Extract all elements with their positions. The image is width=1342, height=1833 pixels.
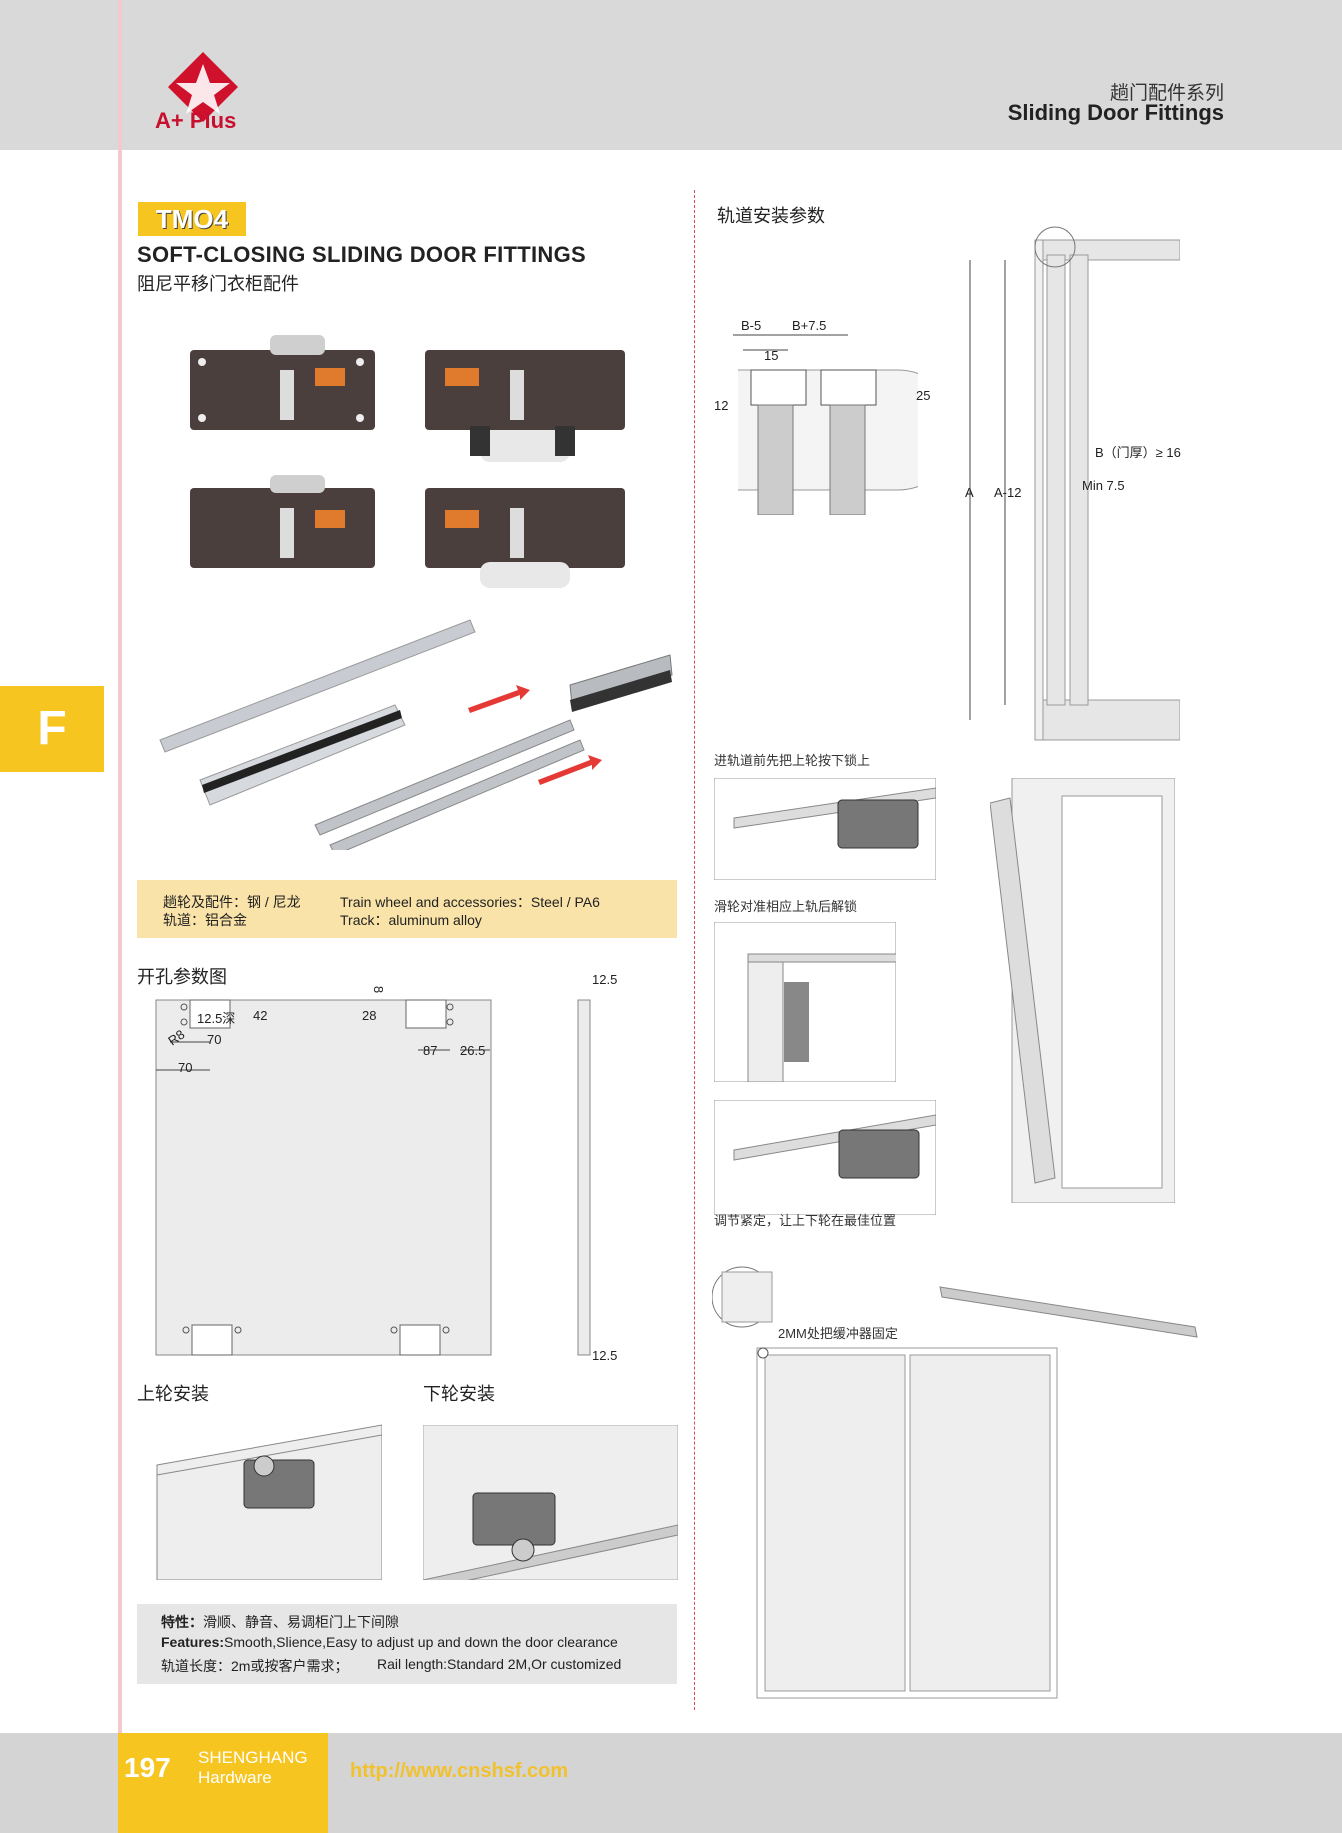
plate-3 (190, 475, 375, 568)
dim-42: 42 (253, 1008, 268, 1023)
buffer-rail-image (939, 1286, 1198, 1338)
logo-text: A+ Plus (155, 108, 237, 133)
material-track-cn: 轨道：铝合金 (163, 912, 247, 928)
series-title-cn: 趟门配件系列 (1109, 83, 1224, 104)
bottom-wheel-install-heading: 下轮安装 (423, 1384, 495, 1404)
drilling-heading: 开孔参数图 (137, 967, 227, 987)
footer-url-link[interactable]: http://www.cnshsf.com (350, 1760, 569, 1782)
features-cn-label: 特性： (161, 1614, 203, 1630)
plate-2 (425, 350, 625, 462)
product-title-en: SOFT-CLOSING SLIDING DOOR FITTINGS (137, 242, 586, 267)
page-number: 197 (124, 1752, 171, 1783)
features-cn: 滑顺、静音、易调柜门上下间隙 (203, 1614, 399, 1630)
dim-12: 12 (714, 398, 729, 413)
step-3-image (714, 1100, 936, 1215)
product-title-cn: 阻尼平移门衣柜配件 (137, 274, 299, 294)
step-1-image (714, 778, 936, 880)
step-2-label: 滑轮对准相应上轨后解锁 (714, 899, 858, 914)
dim-28: 28 (362, 1008, 377, 1023)
dim-25: 25 (916, 388, 931, 403)
rail-length-cn: 轨道长度：2m或按客户需求； (161, 1658, 349, 1674)
rail-length-en: Rail length:Standard 2M,Or customized (377, 1656, 622, 1672)
step-3-label: 调节紧定，让上下轮在最佳位置 (714, 1213, 897, 1228)
track-cross-section-diagram (733, 334, 918, 515)
wardrobe-front-diagram (756, 1347, 1058, 1699)
track-params-heading: 轨道安装参数 (717, 206, 825, 226)
footer-brand-name: SHENGHANG (198, 1748, 308, 1767)
dim-12-5-top: 12.5 (592, 972, 618, 987)
dim-15: 15 (764, 348, 779, 363)
brand-logo-icon (168, 52, 238, 122)
dim-26-5: 26.5 (460, 1043, 486, 1058)
section-tab: F (0, 686, 104, 772)
footer-brand-sub: Hardware (198, 1768, 272, 1787)
dim-a: A (965, 485, 974, 500)
plate-1 (190, 335, 375, 430)
left-margin-line (118, 0, 122, 1833)
dim-87: 87 (423, 1043, 438, 1058)
material-wheel-cn: 趟轮及配件：钢 / 尼龙 (163, 894, 301, 910)
dim-70-a: 70 (207, 1032, 222, 1047)
features-en: Smooth,Slience,Easy to adjust up and dow… (224, 1634, 618, 1650)
dim-12-5-bottom: 12.5 (592, 1348, 618, 1363)
tracks-image (159, 619, 673, 850)
bottom-wheel-install-image (423, 1425, 678, 1580)
model-badge: TMO4 (138, 202, 246, 236)
features-band: 特性：滑顺、静音、易调柜门上下间隙 Features:Smooth,Slienc… (137, 1604, 677, 1684)
dim-min-7-5: Min 7.5 (1082, 478, 1125, 493)
material-wheel-en: Train wheel and accessories：Steel / PA6 (340, 894, 600, 910)
buffer-detail-image (712, 1266, 773, 1328)
step-1-label: 进轨道前先把上轮按下锁上 (714, 753, 871, 768)
dim-b-plus-7-5: B+7.5 (792, 318, 827, 333)
column-divider (694, 190, 695, 1710)
top-wheel-install-image (156, 1424, 382, 1580)
footer-accent (118, 1733, 328, 1833)
materials-band: 趟轮及配件：钢 / 尼龙 轨道：铝合金 Train wheel and acce… (137, 880, 677, 938)
step-4-label: 2MM处把缓冲器固定 (778, 1326, 898, 1341)
plate-4 (425, 488, 625, 588)
dim-door-thickness: B（门厚）≥ 16 (1095, 445, 1181, 460)
door-section-diagram (969, 226, 1180, 741)
dim-8: 8 (371, 985, 387, 994)
step-2-image (714, 922, 896, 1082)
material-track-en: Track：aluminum alloy (340, 912, 482, 928)
features-en-label: Features: (161, 1634, 225, 1650)
wheel-plates-image (190, 335, 625, 588)
top-wheel-install-heading: 上轮安装 (137, 1384, 209, 1404)
drilling-diagram (155, 999, 591, 1356)
dim-12-5-depth: 12.5深 (197, 1011, 236, 1026)
series-title-en: Sliding Door Fittings (1007, 100, 1224, 125)
door-tilt-diagram (990, 778, 1175, 1203)
dim-a-minus-12: A-12 (994, 485, 1022, 500)
dim-70-b: 70 (178, 1060, 193, 1075)
dim-b-minus-5: B-5 (741, 318, 762, 333)
